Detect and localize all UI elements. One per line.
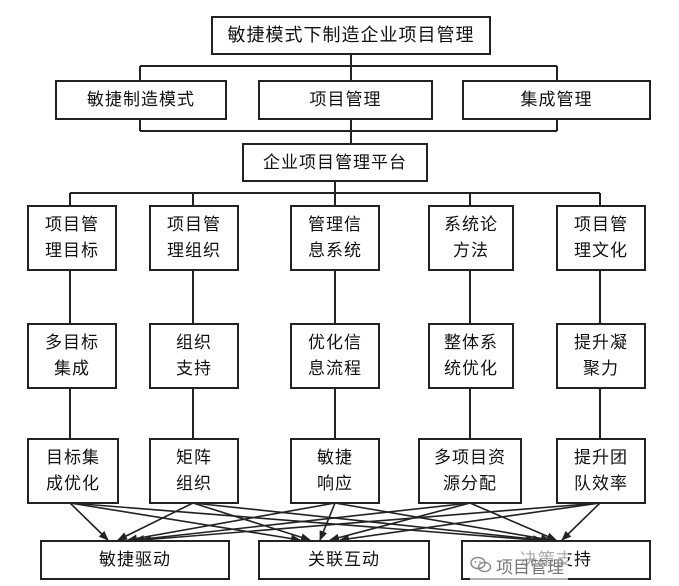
level1-box-agile-manufacturing: 敏捷制造模式 [55, 80, 227, 120]
column-top-box: 项目管 理文化 [556, 205, 646, 271]
column-mid-label: 提升凝 聚力 [574, 333, 628, 379]
level1-label: 集成管理 [520, 90, 593, 110]
column-mid-label: 组织 支持 [176, 333, 212, 379]
platform-box: 企业项目管理平台 [242, 143, 428, 182]
wechat-icon [470, 556, 492, 573]
root-box: 敏捷模式下制造企业项目管理 [211, 16, 491, 55]
watermark-text: 项目管理 [496, 557, 564, 578]
column-top-box: 系统论 方法 [428, 205, 514, 271]
outcome-box-agile-drive: 敏捷驱动 [40, 540, 230, 580]
column-mid-box: 多目标 集成 [27, 323, 117, 389]
column-bottom-box: 目标集 成优化 [27, 438, 119, 504]
column-top-label: 系统论 方法 [444, 215, 498, 261]
level1-label: 项目管理 [309, 90, 382, 110]
column-top-label: 项目管 理目标 [45, 215, 99, 261]
column-bottom-box: 敏捷 响应 [290, 438, 380, 504]
column-top-box: 项目管 理目标 [27, 205, 117, 271]
column-mid-box: 提升凝 聚力 [556, 323, 646, 389]
column-bottom-label: 矩阵 组织 [176, 448, 212, 494]
column-mid-box: 整体系 统优化 [428, 323, 514, 389]
column-bottom-box: 提升团 队效率 [556, 438, 646, 504]
column-bottom-label: 提升团 队效率 [574, 448, 628, 494]
watermark: 项目管理 [470, 549, 568, 581]
column-mid-box: 组织 支持 [149, 323, 239, 389]
column-bottom-label: 敏捷 响应 [317, 448, 353, 494]
outcome-box-linked-interaction: 关联互动 [258, 540, 430, 580]
column-mid-label: 整体系 统优化 [444, 333, 498, 379]
column-bottom-label: 多项目资 源分配 [434, 448, 506, 494]
level1-label: 敏捷制造模式 [87, 90, 195, 110]
outcome-label: 敏捷驱动 [99, 550, 171, 570]
outcome-label: 关联互动 [308, 550, 380, 570]
level1-box-project-management: 项目管理 [258, 80, 433, 120]
column-mid-label: 多目标 集成 [45, 333, 99, 379]
column-top-label: 项目管 理文化 [574, 215, 628, 261]
column-top-box: 管理信 息系统 [290, 205, 380, 271]
platform-label: 企业项目管理平台 [263, 152, 407, 173]
column-top-box: 项目管 理组织 [149, 205, 239, 271]
column-top-label: 项目管 理组织 [167, 215, 221, 261]
column-mid-box: 优化信 息流程 [290, 323, 380, 389]
column-bottom-box: 矩阵 组织 [149, 438, 239, 504]
root-label: 敏捷模式下制造企业项目管理 [227, 24, 475, 46]
column-bottom-box: 多项目资 源分配 [418, 438, 522, 504]
column-top-label: 管理信 息系统 [308, 215, 362, 261]
level1-box-integrated-management: 集成管理 [462, 80, 651, 120]
column-mid-label: 优化信 息流程 [308, 333, 362, 379]
column-bottom-label: 目标集 成优化 [46, 448, 100, 494]
